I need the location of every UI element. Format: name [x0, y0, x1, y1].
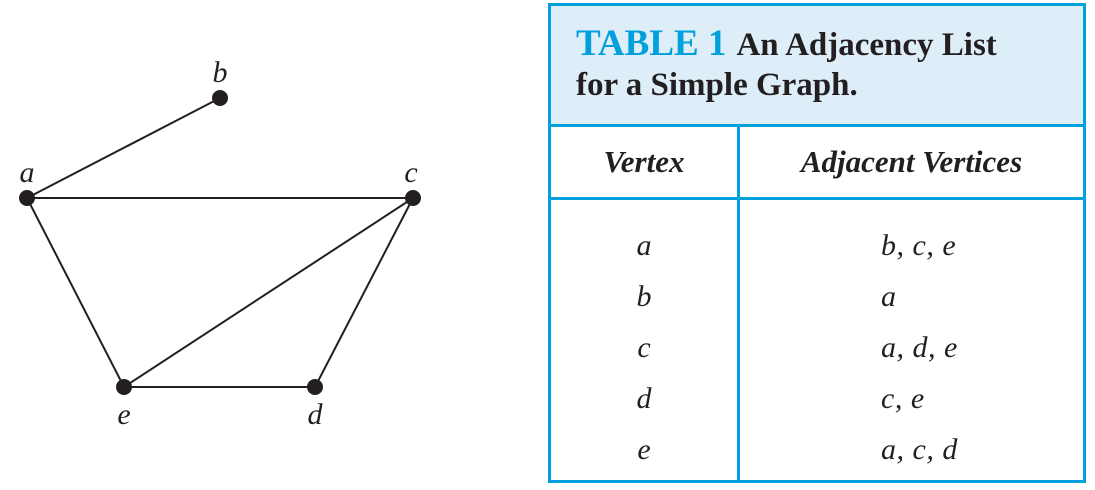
- table-row: d c, e: [551, 373, 1083, 424]
- vertex-c-node: [405, 190, 421, 206]
- vertex-a-node: [19, 190, 35, 206]
- vertex-b-node: [212, 90, 228, 106]
- graph-diagram: a b c d e: [0, 0, 520, 490]
- graph-svg: a b c d e: [19, 56, 421, 431]
- adjacent-cell: a: [881, 280, 897, 313]
- vertex-c-label: c: [404, 156, 417, 189]
- adjacent-cell: b, c, e: [881, 229, 957, 262]
- edge-c-e: [123, 197, 414, 388]
- adjacent-cell: c, e: [881, 382, 925, 415]
- vertex-b-label: b: [213, 56, 228, 89]
- vertex-cell: b: [636, 280, 652, 313]
- adjacent-cell: a, c, d: [881, 433, 958, 466]
- table-body: a b, c, e b a c a, d, e d c, e e a, c, d: [551, 220, 1083, 475]
- vertex-cell: a: [636, 229, 652, 262]
- vertex-a-label: a: [20, 156, 35, 189]
- caption-line-2: for a Simple Graph.: [576, 67, 858, 103]
- edge-c-d: [314, 197, 414, 388]
- adjacent-cell: a, d, e: [881, 331, 958, 364]
- edge-a-e: [26, 197, 125, 388]
- vertex-cell: d: [636, 382, 652, 415]
- table-row: e a, c, d: [551, 424, 1083, 475]
- column-divider: [737, 127, 740, 483]
- column-header-vertex: Vertex: [603, 144, 685, 179]
- vertex-e-label: e: [117, 398, 130, 431]
- table-row: c a, d, e: [551, 322, 1083, 373]
- vertex-cell: e: [637, 433, 651, 466]
- edge-a-b: [26, 97, 221, 199]
- vertex-e-node: [116, 379, 132, 395]
- table-row: b a: [551, 271, 1083, 322]
- vertex-cell: c: [637, 331, 651, 364]
- vertex-d-label: d: [308, 398, 324, 431]
- header-rule: [551, 197, 1083, 200]
- column-header-adjacent-vertices: Adjacent Vertices: [800, 144, 1023, 179]
- vertex-d-node: [307, 379, 323, 395]
- table-row: a b, c, e: [551, 220, 1083, 271]
- table-number: TABLE 1: [576, 23, 727, 64]
- caption-title: An Adjacency List: [736, 27, 997, 63]
